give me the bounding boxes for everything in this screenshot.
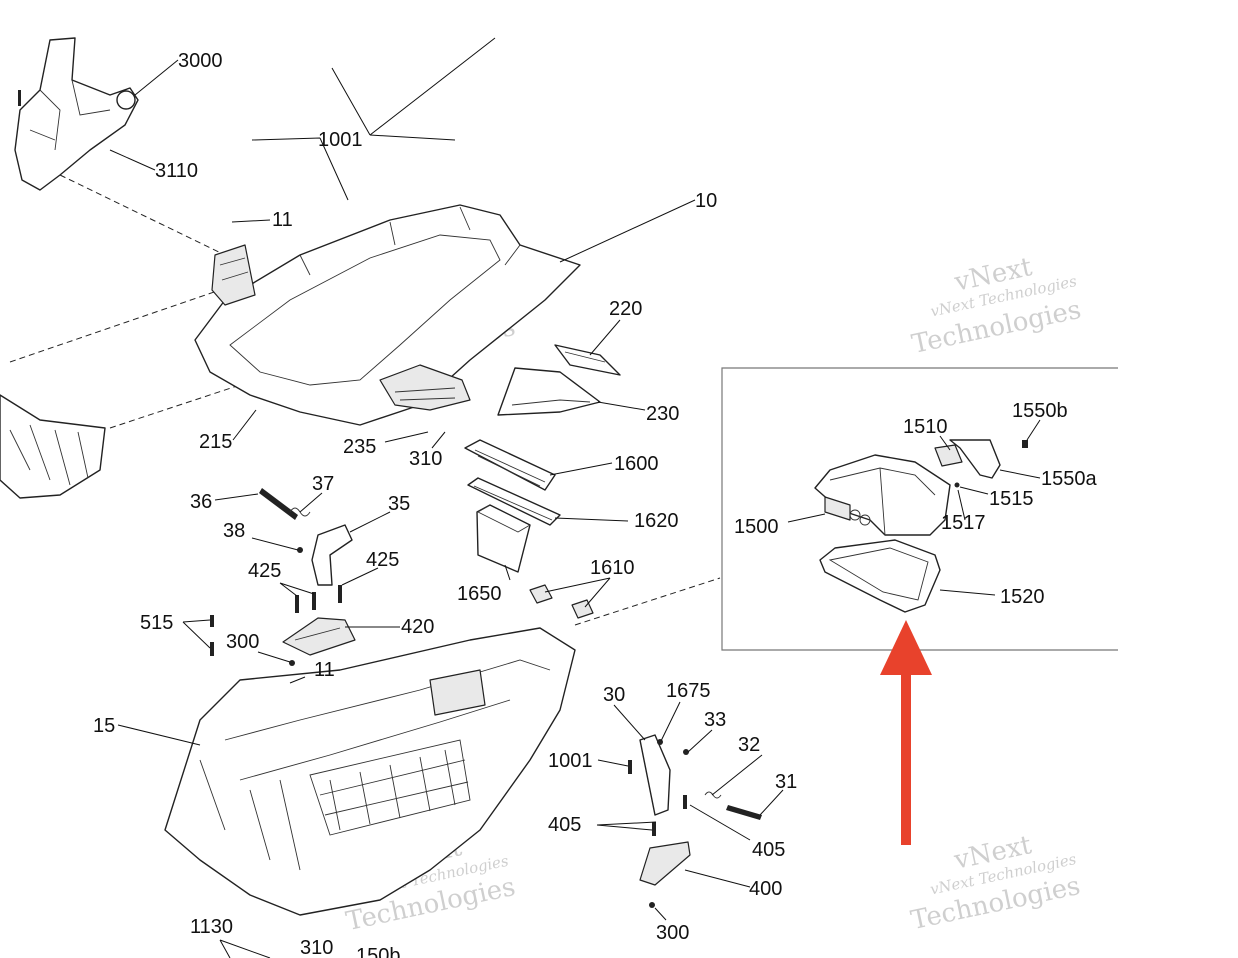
callout-11-top: 11 xyxy=(272,209,293,231)
lower-tub-15 xyxy=(164,627,576,916)
callout-36: 36 xyxy=(190,491,212,513)
callout-1600: 1600 xyxy=(614,453,659,475)
bracket-3000 xyxy=(14,37,139,191)
callout-labels: 3000 1001 3110 11 10 220 230 215 235 310… xyxy=(93,50,1097,958)
latch-420 xyxy=(210,615,356,692)
parts-1510-1550 xyxy=(934,439,1028,488)
seat-left xyxy=(0,394,106,499)
callout-310-top: 310 xyxy=(409,448,442,470)
latch-235 xyxy=(379,364,471,411)
callout-10: 10 xyxy=(695,190,717,212)
callout-300-lower: 300 xyxy=(656,922,689,944)
leader-lines xyxy=(109,37,1041,958)
callout-3110: 3110 xyxy=(155,160,198,182)
callout-220: 220 xyxy=(609,298,642,320)
callout-1650: 1650 xyxy=(457,583,502,605)
callout-38: 38 xyxy=(223,520,245,542)
callout-1001-lower: 1001 xyxy=(548,750,593,772)
red-arrow xyxy=(880,620,932,845)
callout-1550b: 1550b xyxy=(1012,400,1068,422)
callout-1001-top: 1001 xyxy=(318,129,363,151)
gasket-1620 xyxy=(467,477,561,526)
callout-1515: 1515 xyxy=(989,488,1034,510)
upper-body-10 xyxy=(194,204,581,426)
watermark-top-right: vNext vNext Technologies Technologies xyxy=(909,252,1084,360)
callout-425-left: 425 xyxy=(248,560,281,582)
callout-1620: 1620 xyxy=(634,510,679,532)
panel-1600 xyxy=(464,439,556,491)
hinge-30 xyxy=(628,734,762,836)
cover-230 xyxy=(497,367,601,416)
callout-1675: 1675 xyxy=(666,680,711,702)
callout-310-lower: 310 xyxy=(300,937,333,958)
callout-1500: 1500 xyxy=(734,516,779,538)
callout-300-left: 300 xyxy=(226,631,259,653)
callout-1130: 1130 xyxy=(190,916,233,938)
callout-30: 30 xyxy=(603,684,625,706)
latch-parts-35-37 xyxy=(259,488,353,613)
callout-405-right: 405 xyxy=(752,839,785,861)
watermark-bottom-right: vNext vNext Technologies Technologies xyxy=(908,830,1083,936)
console-1500 xyxy=(814,454,951,536)
callout-150b: 150b xyxy=(356,945,401,958)
latch-400 xyxy=(639,841,691,908)
callout-235: 235 xyxy=(343,436,376,458)
clips-1610 xyxy=(529,584,594,619)
callout-33: 33 xyxy=(704,709,726,731)
callout-515: 515 xyxy=(140,612,173,634)
callout-1610: 1610 xyxy=(590,557,635,579)
callout-405-left: 405 xyxy=(548,814,581,836)
callout-425-right: 425 xyxy=(366,549,399,571)
callout-31: 31 xyxy=(775,771,797,793)
callout-1510: 1510 xyxy=(903,416,948,438)
callout-32: 32 xyxy=(738,734,760,756)
assembly-lines xyxy=(9,174,721,626)
callout-11-lower: 11 xyxy=(314,659,335,681)
callout-420: 420 xyxy=(401,616,434,638)
callout-1520: 1520 xyxy=(1000,586,1045,608)
callout-15: 15 xyxy=(93,715,115,737)
callout-215: 215 xyxy=(199,431,232,453)
callout-1517: 1517 xyxy=(941,512,986,534)
callout-3000: 3000 xyxy=(178,50,223,72)
callout-35: 35 xyxy=(388,493,410,515)
callout-37: 37 xyxy=(312,473,334,495)
seal-1520 xyxy=(819,539,941,613)
callout-400: 400 xyxy=(749,878,782,900)
callout-230: 230 xyxy=(646,403,679,425)
callout-1550a: 1550a xyxy=(1041,468,1097,490)
lens-220 xyxy=(554,344,621,376)
block-1650 xyxy=(476,504,531,573)
